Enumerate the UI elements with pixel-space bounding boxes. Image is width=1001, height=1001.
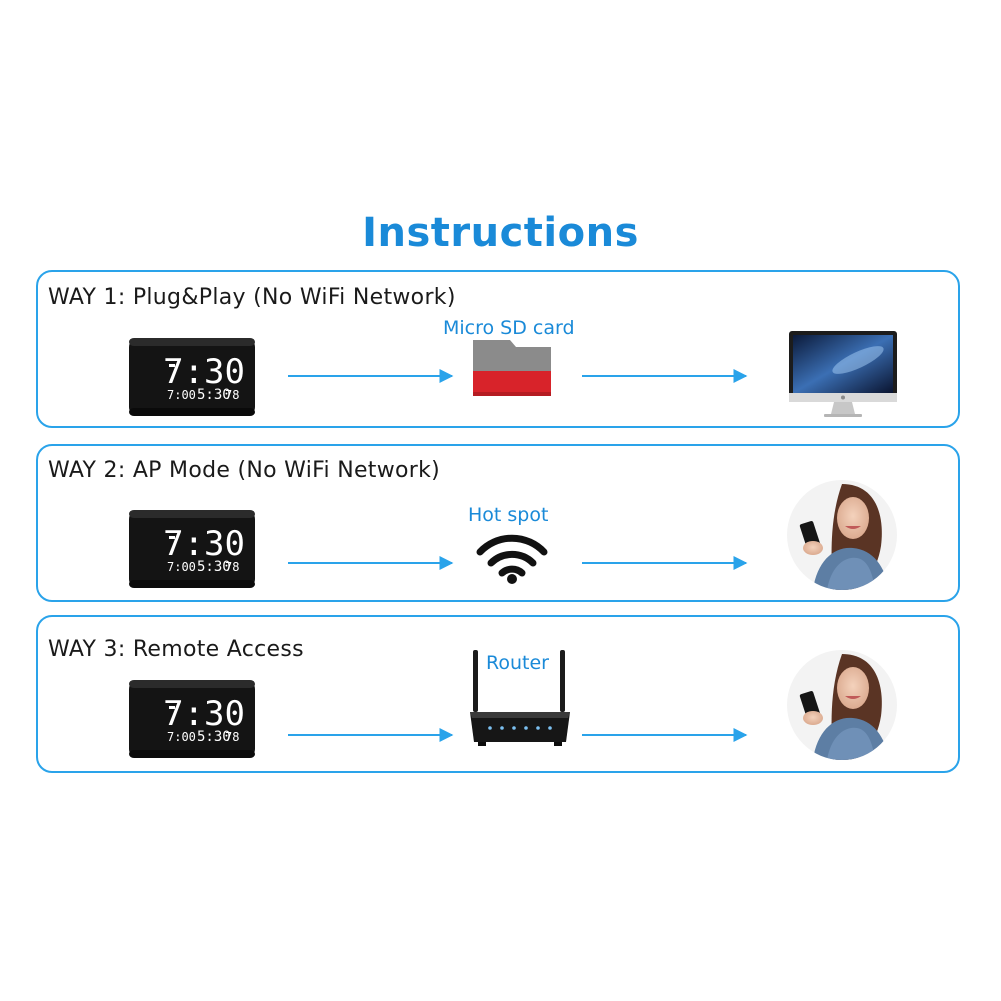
clock-second-time: 5:30 (197, 729, 231, 745)
clock-time: 7:30 (163, 524, 245, 564)
arrow-3a (288, 728, 454, 742)
clock-alarm-time: 7:00 (167, 730, 196, 744)
micro-sd-card-icon (473, 340, 551, 396)
arrow-2a (288, 556, 454, 570)
desktop-computer-icon (789, 331, 897, 417)
router-icon (470, 650, 570, 746)
clock-temperature: 78 (225, 730, 239, 744)
wifi-hotspot-icon (476, 534, 548, 584)
alarm-clock-camera: 7:30 7:00 5:30 78 (127, 678, 257, 760)
router-label: Router (486, 652, 549, 674)
arrow-2b (582, 556, 748, 570)
alarm-clock-camera: 7:30 7:00 5:30 78 (127, 336, 257, 418)
way-2-heading: WAY 2: AP Mode (No WiFi Network) (48, 458, 441, 483)
clock-temperature: 78 (225, 388, 239, 402)
page-title: Instructions (362, 210, 639, 256)
woman-with-phone-photo (787, 480, 897, 590)
micro-sd-card-label: Micro SD card (443, 317, 575, 339)
way-3-panel (36, 615, 960, 773)
hot-spot-label: Hot spot (468, 504, 549, 526)
clock-alarm-time: 7:00 (167, 560, 196, 574)
clock-alarm-time: 7:00 (167, 388, 196, 402)
way-1-heading: WAY 1: Plug&Play (No WiFi Network) (48, 285, 456, 310)
clock-second-time: 5:30 (197, 559, 231, 575)
arrow-1b (582, 369, 748, 383)
way-2-panel (36, 444, 960, 602)
clock-temperature: 78 (225, 560, 239, 574)
clock-time: 7:30 (163, 694, 245, 734)
woman-with-phone-photo (787, 650, 897, 760)
way-1-panel (36, 270, 960, 428)
arrow-1a (288, 369, 454, 383)
clock-second-time: 5:30 (197, 387, 231, 403)
arrow-3b (582, 728, 748, 742)
alarm-clock-camera: 7:30 7:00 5:30 78 (127, 508, 257, 590)
clock-time: 7:30 (163, 352, 245, 392)
way-3-heading: WAY 3: Remote Access (48, 637, 304, 662)
